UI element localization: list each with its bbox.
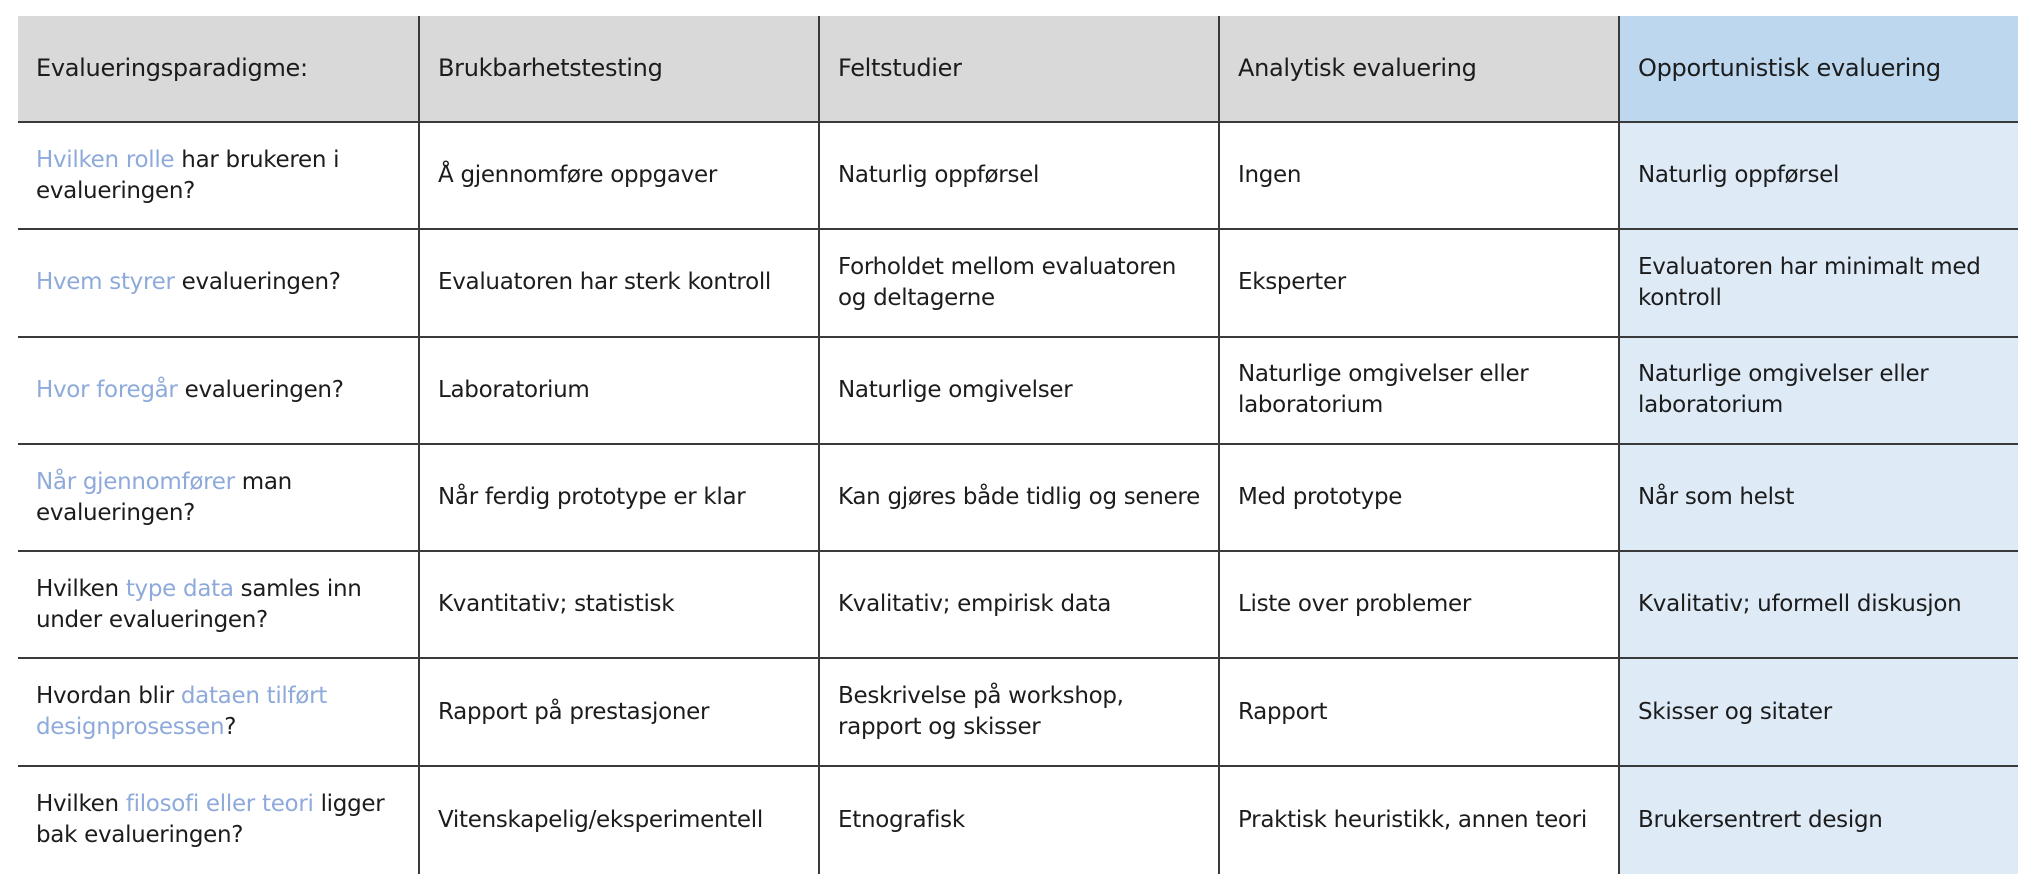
- table-cell-highlighted: Naturlige omgivelser eller laboratorium: [1618, 337, 2018, 445]
- table-cell: Når ferdig prototype er klar: [418, 444, 818, 553]
- header-field-studies: Feltstudier: [818, 16, 1218, 123]
- evaluation-paradigm-table: Evalueringsparadigme: Brukbarhetstesting…: [18, 16, 2018, 875]
- table-cell-highlighted: Kvalitativ; uformell diskusjon: [1618, 552, 2018, 660]
- table-cell-highlighted: Brukersentrert design: [1618, 766, 2018, 875]
- table-cell: Kvalitativ; empirisk data: [818, 552, 1218, 660]
- question-cell: Hvordan blir dataen tilført designproses…: [18, 659, 418, 767]
- table-cell-highlighted: Når som helst: [1618, 444, 2018, 553]
- question-cell: Når gjennomfører man evalueringen?: [18, 445, 418, 553]
- header-opportunistic-evaluation: Opportunistisk evaluering: [1618, 16, 2018, 123]
- table-cell: Kan gjøres både tidlig og senere: [818, 444, 1218, 553]
- question-keyword: type data: [125, 575, 234, 602]
- header-paradigm: Evalueringsparadigme:: [18, 16, 418, 123]
- table-cell-highlighted: Naturlig oppførsel: [1618, 123, 2018, 231]
- table-cell: Å gjennomføre oppgaver: [418, 123, 818, 231]
- question-keyword: Hvor foregår: [36, 376, 178, 403]
- table-cell: Ingen: [1218, 123, 1618, 231]
- table-cell-highlighted: Evaluatoren har minimalt med kontroll: [1618, 230, 2018, 338]
- question-keyword: Når gjennomfører: [36, 468, 235, 495]
- table-cell-highlighted: Skisser og sitater: [1618, 659, 2018, 767]
- table-cell: Etnografisk: [818, 766, 1218, 875]
- header-usability-testing: Brukbarhetstesting: [418, 16, 818, 123]
- question-keyword: Hvilken rolle: [36, 146, 175, 173]
- table-cell: Rapport på prestasjoner: [418, 659, 818, 767]
- table-cell: Eksperter: [1218, 230, 1618, 338]
- table-cell: Naturlig oppførsel: [818, 123, 1218, 231]
- table-cell: Liste over problemer: [1218, 552, 1618, 660]
- table-cell: Naturlige omgivelser: [818, 337, 1218, 445]
- question-cell: Hvem styrer evalueringen?: [18, 230, 418, 338]
- question-cell: Hvilken rolle har brukeren i evalueringe…: [18, 123, 418, 231]
- question-cell: Hvilken filosofi eller teori ligger bak …: [36, 791, 385, 849]
- table-cell: Med prototype: [1218, 444, 1618, 553]
- header-analytical-evaluation: Analytisk evaluering: [1218, 16, 1618, 123]
- table-cell: Vitenskapelig/eksperimentell: [418, 766, 818, 875]
- table-cell: Kvantitativ; statistisk: [418, 552, 818, 660]
- question-cell: Hvor foregår evalueringen?: [18, 338, 418, 445]
- table-cell: Naturlige omgivelser eller laboratorium: [1218, 337, 1618, 445]
- question-keyword: Hvem styrer: [36, 269, 175, 296]
- table-cell: Rapport: [1218, 659, 1618, 767]
- table-cell: Laboratorium: [418, 337, 818, 445]
- table-cell: Praktisk heuristikk, annen teori: [1218, 766, 1618, 875]
- table-cell: Forholdet mellom evaluatoren og deltager…: [818, 230, 1218, 338]
- question-keyword: dataen tilført designprosessen: [36, 683, 327, 741]
- table-cell: Beskrivelse på workshop, rapport og skis…: [818, 659, 1218, 767]
- question-keyword: filosofi eller teori: [125, 791, 314, 818]
- question-cell: Hvilken type data samles inn under evalu…: [18, 552, 418, 660]
- table-cell: Evaluatoren har sterk kontroll: [418, 230, 818, 338]
